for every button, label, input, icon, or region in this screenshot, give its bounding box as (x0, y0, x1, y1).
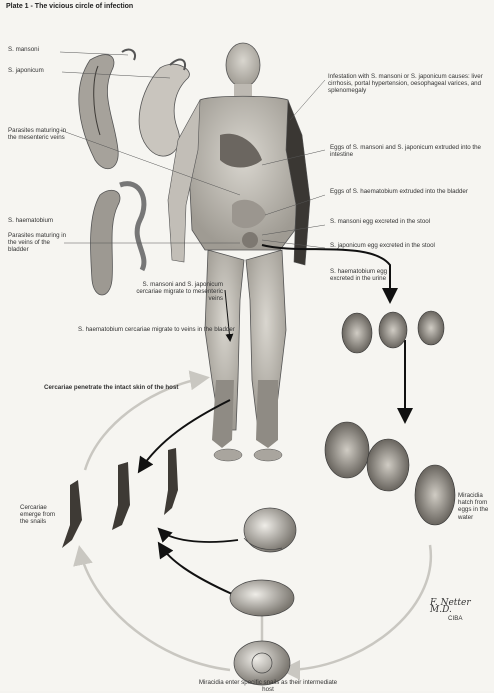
cercariae (62, 448, 178, 548)
label-parasites-mesenteric: Parasites maturing in the mesenteric vei… (8, 127, 70, 141)
label-japonicum-egg-stool: S. japonicum egg excreted in the stool (330, 242, 480, 249)
label-mansoni-egg-stool: S. mansoni egg excreted in the stool (330, 218, 480, 225)
label-cercariae-bladder: S. haematobium cercariae migrate to vein… (78, 326, 268, 333)
label-cercariae-emerge: Cercariae emerge from the snails (20, 504, 64, 526)
human-host-figure (168, 43, 310, 461)
artist-signature: F. Netter M.D. (430, 600, 494, 614)
label-s-haematobium: S. haematobium (8, 217, 53, 224)
snails (230, 508, 296, 685)
label-eggs-bladder: Eggs of S. haematobium extruded into the… (330, 188, 480, 195)
label-parasites-bladder: Parasites maturing in the veins of the b… (8, 232, 70, 254)
label-cercariae-penetrate: Cercariae penetrate the intact skin of t… (44, 384, 178, 391)
miracidia-hatching (325, 422, 455, 525)
label-s-japonicum: S. japonicum (8, 67, 44, 74)
mansoni-worm-pair (79, 50, 135, 169)
label-cercariae-mesenteric: S. mansoni and S. japonicum cercariae mi… (135, 281, 223, 303)
eggs-in-excreta (342, 311, 444, 353)
publisher-credit: CIBA (448, 615, 462, 622)
label-s-mansoni: S. mansoni (8, 46, 39, 53)
label-eggs-intestine: Eggs of S. mansoni and S. japonicum extr… (330, 144, 485, 158)
label-infestation: Infestation with S. mansoni or S. japoni… (328, 73, 488, 95)
haematobium-worm-pair (90, 184, 143, 295)
plate-title: Plate 1 - The vicious circle of infectio… (6, 3, 133, 10)
label-haematobium-egg-urine: S. haematobium egg excreted in the urine (330, 268, 405, 282)
label-miracidia-hatch: Miracidia hatch from eggs in the water (458, 492, 494, 521)
